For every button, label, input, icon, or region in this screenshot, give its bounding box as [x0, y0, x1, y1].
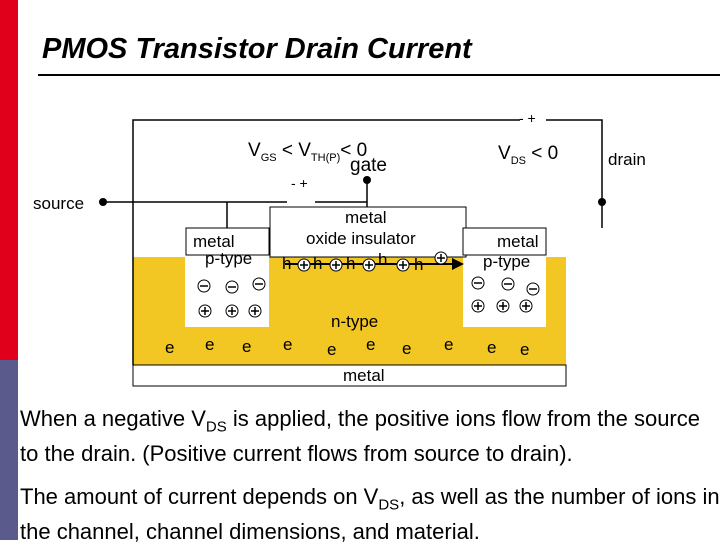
body-paragraph-2: The amount of current depends on VDS, as… [20, 484, 720, 545]
accent-bar-blue [0, 360, 18, 540]
hole-label: h [313, 254, 323, 273]
hole-label: h [378, 250, 388, 269]
electron-label: e [520, 340, 530, 359]
electron-label: e [402, 339, 412, 358]
gate-metal-label: metal [345, 208, 387, 227]
oxide-insulator-label: oxide insulator [306, 229, 416, 248]
source-node [99, 198, 107, 206]
plus-ion [434, 251, 448, 265]
gate-label: gate [350, 155, 387, 176]
minus-ion [225, 280, 239, 294]
plus-ion [362, 258, 376, 272]
plus-ion [297, 258, 311, 272]
gate-node [363, 176, 371, 184]
minus-ion [252, 277, 266, 291]
body-paragraph-1: When a negative VDS is applied, the posi… [20, 406, 700, 467]
hole-label: h [346, 254, 356, 273]
left-metal-label: metal [193, 232, 235, 251]
vgs-label: VGS < VTH(P)< 0 [248, 140, 368, 164]
plus-ion [471, 299, 485, 313]
wire-left-loop [132, 119, 520, 365]
minus-ion [471, 276, 485, 290]
minus-ion [501, 277, 515, 291]
gate-oxide [269, 206, 467, 258]
source-label: source [33, 194, 85, 213]
right-well-ions [471, 276, 540, 313]
accent-bar-red [0, 0, 18, 360]
pmos-diagram [99, 119, 606, 387]
bottom-metal-label: metal [343, 366, 385, 385]
slide-title: PMOS Transistor Drain Current [42, 33, 472, 65]
electron-label: e [242, 337, 252, 356]
battery-top-polarity: - + [519, 110, 536, 126]
plus-ion [396, 258, 410, 272]
right-metal-contact [462, 227, 547, 256]
hole-label: h [282, 254, 292, 273]
minus-ion [197, 279, 211, 293]
vds-label: VDS < 0 [498, 143, 559, 167]
plus-ion [329, 258, 343, 272]
right-metal-label: metal [497, 232, 539, 251]
plus-ion [248, 304, 262, 318]
right-ptype-label: p-type [483, 252, 531, 271]
plus-ion [519, 299, 533, 313]
plus-ion [225, 304, 239, 318]
drain-label: drain [608, 150, 646, 169]
drain-node [598, 198, 606, 206]
electron-label: e [283, 335, 293, 354]
left-ptype-label: p-type [205, 249, 253, 268]
title-underline [38, 74, 720, 76]
electron-label: e [444, 335, 454, 354]
bottom-metal [132, 364, 567, 387]
ntype-label: n-type [331, 312, 379, 331]
left-metal-contact [185, 227, 270, 256]
plus-ion [198, 304, 212, 318]
electron-label: e [165, 338, 175, 357]
left-well-ions [197, 277, 266, 318]
electron-label: e [366, 335, 376, 354]
electron-label: e [487, 338, 497, 357]
battery-gate-polarity: - + [291, 175, 308, 191]
electron-label: e [205, 335, 215, 354]
hole-label: h [414, 255, 424, 274]
current-arrow-head [452, 258, 464, 270]
wire-right-loop [546, 119, 603, 200]
channel-plus-ions [297, 251, 448, 272]
electron-label: e [327, 340, 337, 359]
plus-ion [496, 299, 510, 313]
minus-ion [526, 282, 540, 296]
circuit-wires [103, 119, 603, 365]
